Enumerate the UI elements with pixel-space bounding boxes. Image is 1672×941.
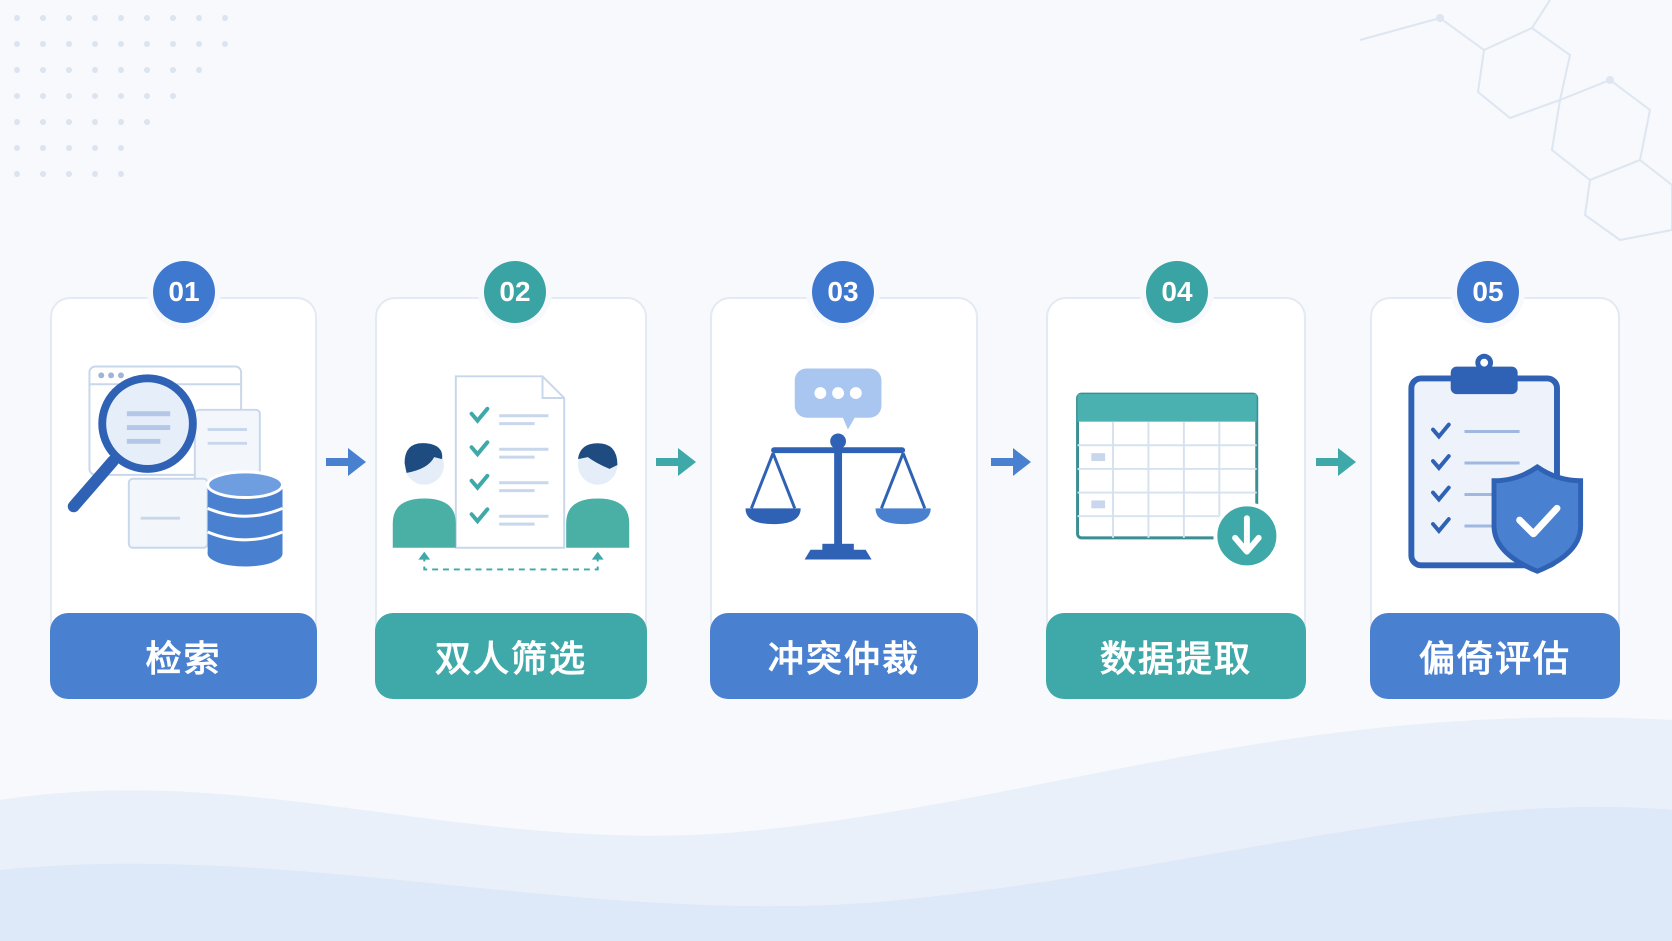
step-number-badge: 04 [1146,261,1208,323]
arrow-right-icon [991,448,1031,476]
step-label: 双人筛选 [375,613,647,699]
step-label: 检索 [50,613,317,699]
database-icon [206,470,284,567]
hexagon-network-decoration [1359,0,1672,242]
step-card-3: 冲突仲裁 [710,297,978,699]
step-number-badge: 02 [484,261,546,323]
step-card-2: 双人筛选 [375,297,647,699]
step-number-badge: 03 [812,261,874,323]
wave-decoration-front [0,806,1672,941]
dot-grid-decoration [14,15,228,177]
shield-check-icon [1491,463,1584,574]
clipboard-shield-icon [1408,353,1584,574]
step-label: 冲突仲裁 [710,613,978,699]
step-label: 数据提取 [1046,613,1306,699]
speech-bubble-icon [794,368,882,430]
dual-reviewer-screening-icon [392,375,630,571]
reviewer-left-icon [392,443,456,548]
step-number-badge: 01 [153,261,215,323]
step-card-4: 数据提取 [1046,297,1306,699]
search-database-icon [67,365,284,567]
step-card-1: 检索 [50,297,317,699]
step-number-badge: 05 [1457,261,1519,323]
table-download-icon [1076,392,1281,570]
step-label: 偏倚评估 [1370,613,1620,699]
arrow-right-icon [1316,448,1356,476]
reviewer-right-icon [566,443,630,548]
arrow-right-icon [656,448,696,476]
balance-scale-icon [745,368,931,560]
arrow-right-icon [326,448,366,476]
download-icon [1213,502,1281,570]
step-card-5: 偏倚评估 [1370,297,1620,699]
